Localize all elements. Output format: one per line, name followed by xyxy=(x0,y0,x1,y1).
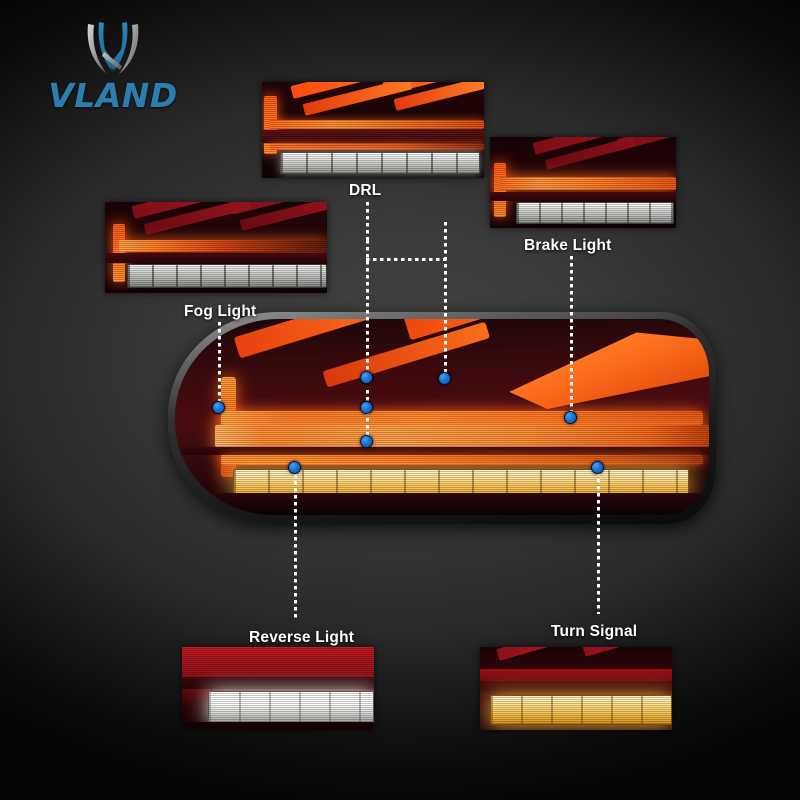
label-brake-light: Brake Light xyxy=(524,237,612,254)
leader-line-drl-stem xyxy=(366,202,369,242)
brake-light-detail-photo xyxy=(490,137,676,228)
leader-line-brake xyxy=(570,256,573,412)
callout-dot-drl-lower xyxy=(360,401,373,414)
callout-dot-fog-light xyxy=(212,401,225,414)
leader-line-reverse xyxy=(294,474,297,620)
callout-dot-reverse-light xyxy=(288,461,301,474)
callout-dot-drl-right xyxy=(438,372,451,385)
callout-dot-brake-light xyxy=(564,411,577,424)
brand-logo: VLAND xyxy=(38,18,188,118)
leader-line-drl-bridge xyxy=(366,258,446,261)
label-reverse-light: Reverse Light xyxy=(249,629,355,646)
callout-dot-turn-signal xyxy=(591,461,604,474)
leader-line-brake-inner xyxy=(366,390,369,440)
label-turn-signal: Turn Signal xyxy=(551,623,638,640)
vland-wings-logo-icon xyxy=(80,18,146,80)
main-tail-light-assembly xyxy=(168,312,716,524)
drl-detail-photo xyxy=(262,82,484,178)
leader-line-turn-signal xyxy=(597,472,600,614)
brand-wordmark: VLAND xyxy=(48,76,178,115)
fog-light-detail-photo xyxy=(105,202,327,293)
label-drl: DRL xyxy=(349,182,382,199)
callout-dot-brake-inner xyxy=(360,435,373,448)
lens-interior xyxy=(175,319,709,515)
reverse-light-detail-photo xyxy=(182,647,374,730)
label-fog-light: Fog Light xyxy=(184,303,257,320)
turn-signal-detail-photo xyxy=(480,647,672,730)
leader-line-drl-right xyxy=(444,222,447,376)
callout-dot-drl-upper xyxy=(360,371,373,384)
leader-line-drl-left xyxy=(366,240,369,380)
leader-line-fog xyxy=(218,322,221,404)
